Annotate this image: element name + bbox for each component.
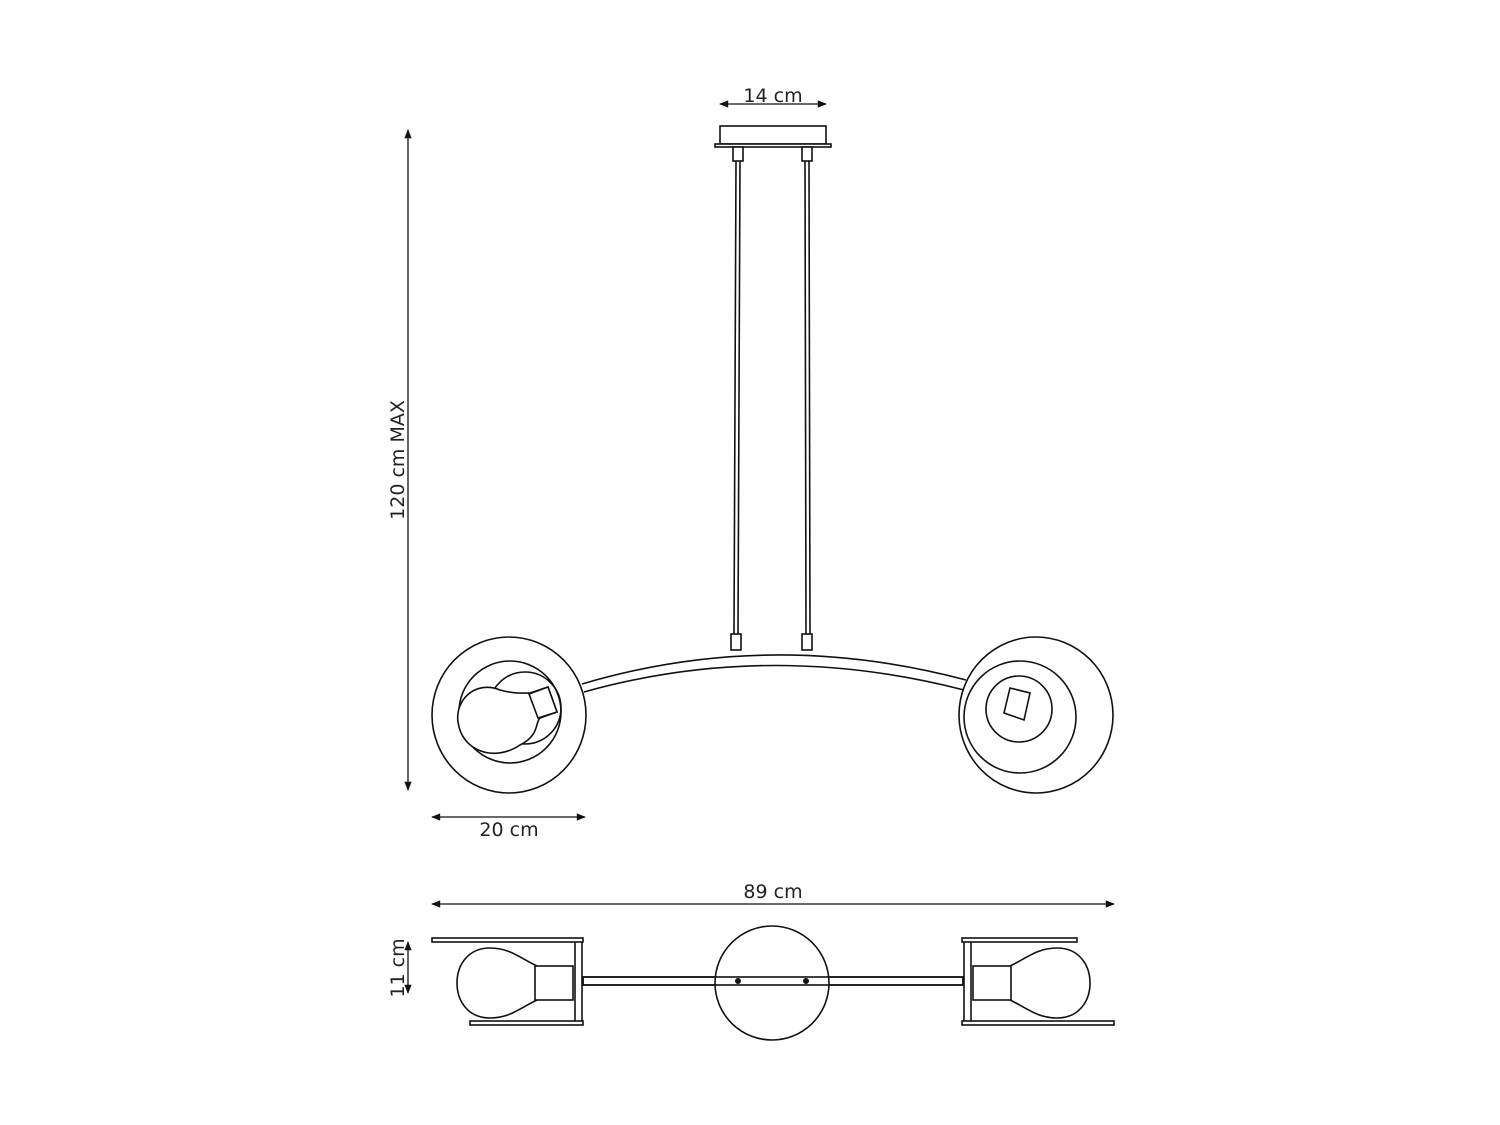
dimension-shade-diameter: 20 cm bbox=[431, 813, 586, 841]
right-shade-front bbox=[958, 636, 1114, 794]
dimension-depth: 11 cm bbox=[387, 938, 412, 998]
svg-text:11 cm: 11 cm bbox=[387, 938, 409, 997]
dimension-max-height: 120 cm MAX bbox=[387, 129, 412, 791]
svg-text:120 cm MAX: 120 cm MAX bbox=[387, 400, 409, 520]
curved-arm bbox=[581, 654, 967, 693]
ceiling-canopy bbox=[714, 125, 832, 162]
top-view bbox=[431, 925, 1115, 1041]
left-shade-front bbox=[431, 636, 587, 794]
svg-text:89 cm: 89 cm bbox=[743, 881, 802, 903]
dimension-total-width: 89 cm bbox=[431, 881, 1115, 908]
suspension-cords bbox=[730, 160, 813, 651]
svg-text:14 cm: 14 cm bbox=[743, 85, 802, 107]
dimension-canopy-width: 14 cm bbox=[719, 85, 827, 108]
right-shade-top bbox=[961, 937, 1115, 1026]
svg-text:20 cm: 20 cm bbox=[479, 819, 538, 841]
left-shade-top bbox=[431, 937, 584, 1026]
